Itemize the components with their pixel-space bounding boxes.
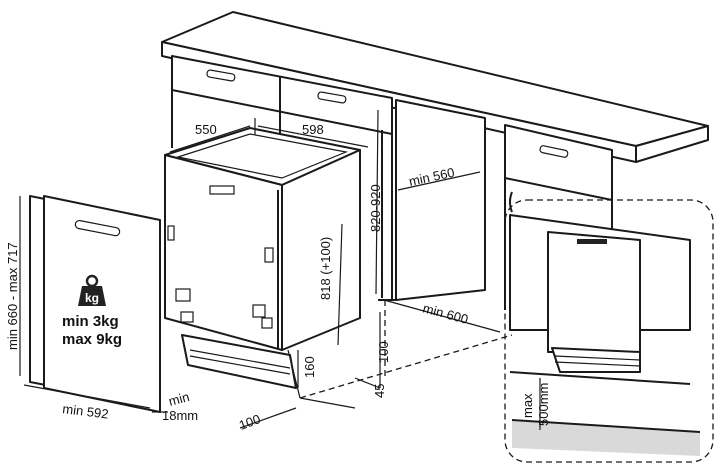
plinth-height-label: 160 [302, 356, 317, 378]
appliance-height-label: 818 (+100) [318, 237, 333, 300]
dimension-labels: 550 598 820-920 818 (+100) min 560 min 6… [5, 122, 551, 433]
detail-max-label: max [520, 393, 535, 418]
min-weight-label: min 3kg [62, 313, 119, 330]
detail-value-label: 500mm [536, 383, 551, 426]
max-weight-label: max 9kg [62, 331, 122, 348]
weight-icon [78, 274, 106, 306]
detail-callout [504, 199, 714, 463]
plinth-clearance-label: 100 [376, 341, 391, 363]
front-offset-label: 100 [237, 411, 263, 433]
countertop-height-label: 820-920 [368, 184, 383, 232]
panel-thickness-min-label: min [167, 389, 191, 409]
panel-height-label: min 660 - max 717 [5, 242, 20, 350]
niche-depth-label: min 600 [421, 300, 470, 326]
door-panel [29, 195, 161, 413]
panel-thickness-value-label: 18mm [162, 408, 198, 423]
panel-width-label: min 592 [62, 401, 110, 422]
weight-labels: kg min 3kg max 9kg [62, 291, 122, 348]
foot-offset-label: 45 [372, 384, 387, 398]
unit-width-label: 598 [302, 122, 324, 137]
dimension-lines [19, 109, 513, 429]
dishwasher-unit [164, 127, 361, 389]
middle-cabinet [378, 99, 486, 301]
weight-icon-text: kg [85, 291, 99, 305]
cabinet-depth-label: 550 [195, 122, 217, 137]
